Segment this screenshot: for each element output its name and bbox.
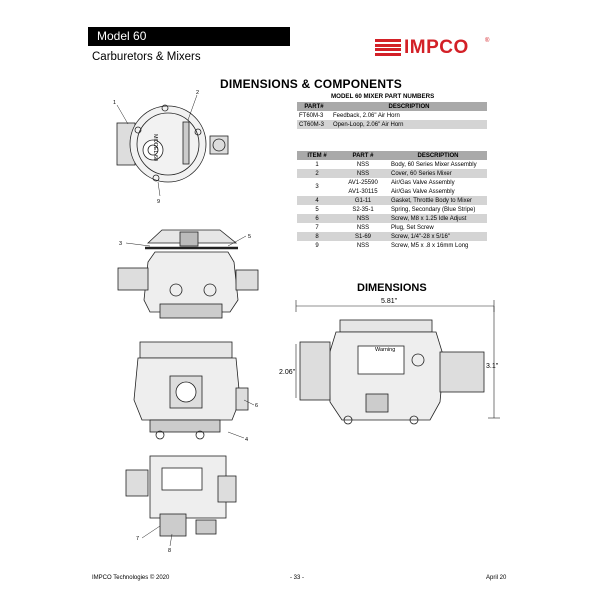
table-row: 2 NSS Cover, 60 Series Mixer: [297, 169, 487, 178]
logo-registered-mark: ®: [485, 38, 490, 44]
items-cell: NSS: [356, 161, 370, 168]
section-title: DIMENSIONS & COMPONENTS: [220, 77, 402, 91]
side-view-drawing: [117, 229, 259, 319]
top-view-drawing: [116, 104, 229, 183]
table-row: CT60M-3 Open-Loop, 2.06" Air Horn: [297, 120, 487, 129]
dimension-height-left: 2.06": [279, 369, 296, 376]
items-cell: NSS: [356, 224, 370, 231]
page-title: Model 60: [97, 29, 147, 43]
items-cell: Spring, Secondary (Blue Stripe): [391, 206, 476, 213]
items-cell: Air/Gas Valve Assembly: [391, 179, 455, 186]
parts-cell: Feedback, 2.06" Air Horn: [333, 112, 400, 119]
table-row: 9 NSS Screw, M5 x .8 x 16mm Long: [297, 241, 487, 250]
table-row: 4 G1-11 Gasket, Throttle Body to Mixer: [297, 196, 487, 205]
page-subtitle: Carburetors & Mixers: [92, 51, 201, 63]
items-header-part: PART #: [337, 151, 389, 160]
items-cell: AV1-25590: [348, 179, 378, 186]
front-view-drawing: [133, 341, 249, 440]
model-label: MODEL 60: [152, 134, 158, 161]
footer-page-number: - 33 -: [290, 575, 305, 581]
items-cell: Screw, M5 x .8 x 16mm Long: [391, 242, 469, 249]
table-row: 3 AV1-25590 Air/Gas Valve Assembly: [297, 178, 487, 191]
parts-header-part: PART#: [297, 102, 331, 111]
impco-logo: IMPCO ®: [375, 37, 505, 58]
dimensions-title: DIMENSIONS: [357, 282, 427, 294]
callout-1: 1: [113, 100, 116, 106]
table-row: 1 NSS Body, 60 Series Mixer Assembly: [297, 160, 487, 169]
logo-stripes-icon: [375, 39, 401, 57]
items-cell: Body, 60 Series Mixer Assembly: [391, 161, 477, 168]
callout-5: 5: [248, 234, 251, 240]
items-cell: 9: [315, 242, 319, 249]
callout-8: 8: [168, 548, 171, 554]
items-cell: AV1-30115: [348, 188, 378, 195]
items-cell: Air/Gas Valve Assembly: [391, 188, 455, 195]
callout-leaders: [116, 94, 255, 547]
items-cell: 1: [315, 161, 319, 168]
dimension-lines: [295, 300, 500, 419]
items-cell: NSS: [356, 242, 370, 249]
table-row: 7 NSS Plug, Set Screw: [297, 223, 487, 232]
items-cell: 2: [297, 169, 337, 178]
dimension-height-right: 3.1": [486, 363, 499, 370]
items-cell: Screw, M8 x 1.25 Idle Adjust: [389, 214, 487, 223]
items-cell: Screw, 1/4"-28 x 5/16": [389, 232, 487, 241]
items-header-description: DESCRIPTION: [389, 151, 487, 160]
dimension-width: 5.81": [381, 298, 398, 305]
items-cell: NSS: [337, 214, 389, 223]
footer-company: IMPCO Technologies © 2020: [92, 575, 170, 581]
table-row: 8 S1-69 Screw, 1/4"-28 x 5/16": [297, 232, 487, 241]
components-table: ITEM # PART # DESCRIPTION 1 NSS Body, 60…: [297, 151, 487, 250]
items-cell: 3: [315, 184, 319, 190]
items-cell: NSS: [337, 169, 389, 178]
items-cell: S1-69: [337, 232, 389, 241]
parts-cell: CT60M-3: [297, 120, 331, 129]
items-cell: G1-11: [337, 196, 389, 205]
callout-9: 9: [157, 199, 160, 205]
items-cell: 4: [297, 196, 337, 205]
callout-2: 2: [196, 90, 199, 96]
items-cell: Plug, Set Screw: [391, 224, 434, 231]
bottom-view-drawing: [125, 455, 237, 537]
callout-4: 4: [245, 437, 248, 443]
items-cell: 8: [297, 232, 337, 241]
callout-7: 7: [136, 536, 139, 542]
parts-cell: Open-Loop, 2.06" Air Horn: [331, 120, 487, 129]
table-row: 6 NSS Screw, M8 x 1.25 Idle Adjust: [297, 214, 487, 223]
items-header-item: ITEM #: [297, 151, 337, 160]
header-bar: [88, 27, 290, 46]
items-cell: 6: [297, 214, 337, 223]
parts-table-caption: MODEL 60 MIXER PART NUMBERS: [331, 93, 435, 100]
table-row: FT60M-3 Feedback, 2.06" Air Horn: [297, 111, 487, 120]
footer-date: April 20: [486, 575, 507, 581]
dimensioned-view-drawing: [299, 319, 485, 425]
table-row: 5 S2-35-1 Spring, Secondary (Blue Stripe…: [297, 205, 487, 214]
items-cell: 7: [315, 224, 319, 231]
parts-header-description: DESCRIPTION: [331, 102, 487, 111]
items-cell: Cover, 60 Series Mixer: [389, 169, 487, 178]
logo-text: IMPCO: [404, 37, 469, 58]
callout-6: 6: [255, 403, 258, 409]
items-cell: S2-35-1: [352, 206, 374, 213]
table-row: AV1-30115 Air/Gas Valve Assembly: [297, 187, 487, 196]
items-cell: Gasket, Throttle Body to Mixer: [389, 196, 487, 205]
parts-table: PART# DESCRIPTION FT60M-3 Feedback, 2.06…: [297, 102, 487, 129]
items-cell: 5: [315, 206, 319, 213]
parts-cell: FT60M-3: [299, 112, 324, 119]
warning-label: Warning: [375, 347, 395, 353]
callout-3: 3: [119, 241, 122, 247]
